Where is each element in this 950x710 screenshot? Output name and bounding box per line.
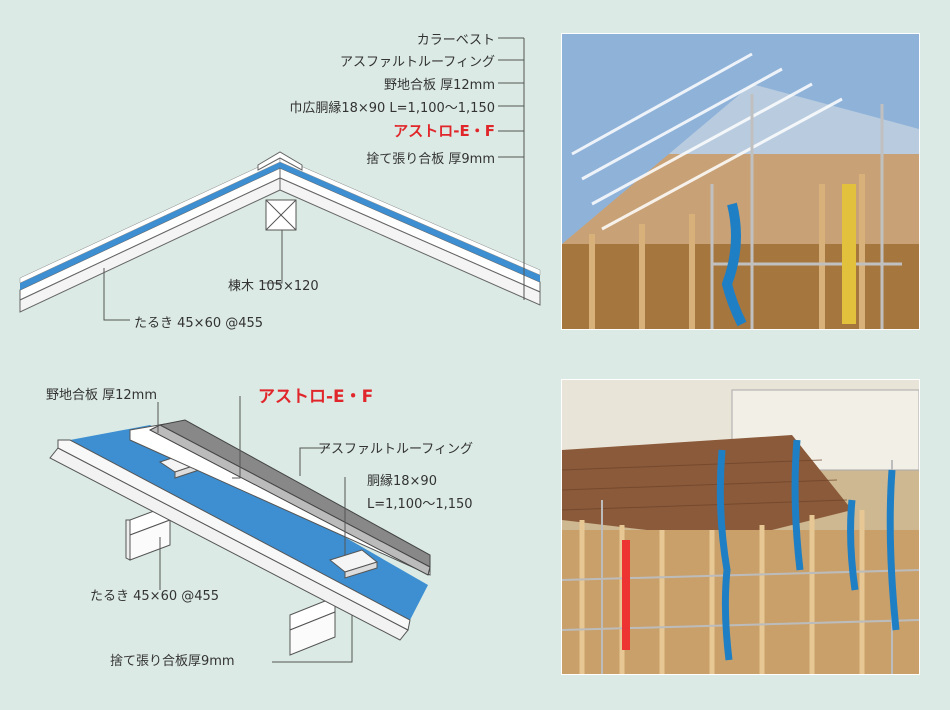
photo-house-framing-illustration	[562, 380, 919, 674]
label-colorbest: カラーベスト	[416, 33, 495, 48]
label-sutebari-bottom: 捨て張り合板厚9mm	[110, 654, 235, 669]
label-nojigoita-bottom: 野地合板 厚12mm	[46, 388, 158, 403]
label-asphalt-roofing-bottom: アスファルトルーフィング	[318, 442, 473, 457]
label-asphalt-roofing: アスファルトルーフィング	[340, 55, 495, 70]
photo-house-framing	[561, 379, 920, 675]
rafter-2	[289, 596, 336, 656]
photo-roof-insulation-illustration	[562, 34, 919, 329]
label-taruki: たるき 45×60 @455	[134, 316, 264, 331]
label-munagi: 棟木 105×120	[228, 279, 319, 294]
roof-right-slope	[279, 156, 541, 306]
label-astro-ef-bottom: アストロ-E・F	[258, 387, 374, 407]
label-astro-ef: アストロ-E・F	[393, 122, 495, 140]
label-taruki-bottom: たるき 45×60 @455	[90, 589, 220, 604]
label-dobuchi-bottom-1: 胴縁18×90	[367, 474, 437, 489]
ridge-beam	[265, 199, 297, 231]
top-leader-lines	[103, 37, 525, 321]
ridge-cap	[257, 151, 303, 171]
label-dobuchi-bottom-2: L=1,100～1,150	[367, 497, 473, 512]
batten-2	[328, 549, 379, 579]
label-sutebari: 捨て張り合板 厚9mm	[366, 152, 495, 167]
photo-roof-insulation	[561, 33, 920, 330]
label-nojigoita: 野地合板 厚12mm	[383, 78, 495, 93]
bottom-leader-lines	[157, 396, 353, 663]
label-dobuchi: 巾広胴縁18×90 L=1,100～1,150	[289, 101, 495, 116]
roof-left-slope	[19, 156, 281, 313]
astro-ef-insulation	[70, 425, 428, 620]
